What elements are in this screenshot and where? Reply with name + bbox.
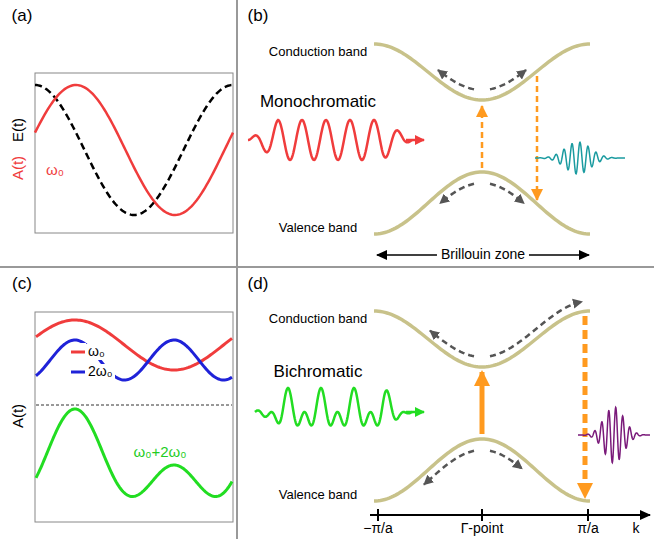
excitation-arrow xyxy=(480,372,485,434)
intraband-arrow xyxy=(490,70,526,89)
panel-letter: (b) xyxy=(248,7,269,26)
k-axis xyxy=(370,514,650,516)
tick-label: π/a xyxy=(577,521,598,536)
potential-curve xyxy=(36,340,232,380)
axis-label: k xyxy=(633,521,640,536)
field-curve xyxy=(35,85,233,215)
harmonic-pulse xyxy=(535,142,625,174)
valence-band xyxy=(374,439,590,501)
axis-label: E(t) xyxy=(10,118,27,142)
laser-pulse xyxy=(255,388,412,425)
recombination-arrow xyxy=(583,316,588,497)
axis-label: A(t) xyxy=(10,404,27,428)
conduction-band xyxy=(374,44,590,100)
recombination-arrow xyxy=(536,76,539,200)
intraband-arrow xyxy=(490,184,524,204)
divider xyxy=(0,266,654,268)
zone-label: Brillouin zone xyxy=(437,247,529,262)
axis-label: A(t) xyxy=(10,156,27,180)
intraband-arrow xyxy=(424,451,474,485)
panel-letter: (a) xyxy=(12,7,33,26)
tick xyxy=(377,509,379,521)
conduction-band xyxy=(374,311,590,367)
legend-line xyxy=(71,371,85,374)
excitation-arrow xyxy=(481,106,484,168)
intraband-arrow xyxy=(438,70,474,89)
band-label: Valence band xyxy=(279,488,358,502)
legend-sample xyxy=(70,343,86,361)
harmonic-pulse xyxy=(578,407,650,462)
plot-frame xyxy=(35,312,233,522)
laser-pulse xyxy=(248,120,412,160)
intraband-arrow xyxy=(430,331,474,357)
band-label: Conduction band xyxy=(269,312,367,326)
curve-label: ω₀+2ω₀ xyxy=(134,444,187,461)
intraband-arrow xyxy=(490,451,522,469)
band-label: Conduction band xyxy=(269,45,367,59)
potential-curve xyxy=(35,85,233,215)
valence-band xyxy=(374,172,590,234)
tick xyxy=(481,509,483,521)
legend-item: 2ω₀ xyxy=(70,363,115,381)
band-label: Valence band xyxy=(279,221,358,235)
plot-frame xyxy=(35,73,233,233)
legend-line xyxy=(71,351,85,354)
tick xyxy=(587,509,589,521)
pulse-arrow xyxy=(406,411,424,414)
intraband-arrow xyxy=(440,184,474,204)
legend-item: ω₀ xyxy=(70,343,107,361)
pulse-label: Bichromatic xyxy=(274,363,363,382)
sum-curve xyxy=(36,409,232,496)
intraband-arrow xyxy=(490,302,582,356)
pulse-arrow xyxy=(406,139,424,142)
zero-line xyxy=(36,405,232,406)
tick-label: Γ-point xyxy=(461,521,504,536)
curve-label: ω₀ xyxy=(46,162,64,179)
pulse-label: Monochromatic xyxy=(260,93,376,112)
tick-label: −π/a xyxy=(363,521,393,536)
legend-sample xyxy=(70,363,86,381)
panel-letter: (c) xyxy=(12,275,32,294)
divider xyxy=(236,0,238,539)
panel-letter: (d) xyxy=(248,275,269,294)
legend-text: ω₀ xyxy=(86,344,107,359)
legend-text: 2ω₀ xyxy=(86,364,115,379)
